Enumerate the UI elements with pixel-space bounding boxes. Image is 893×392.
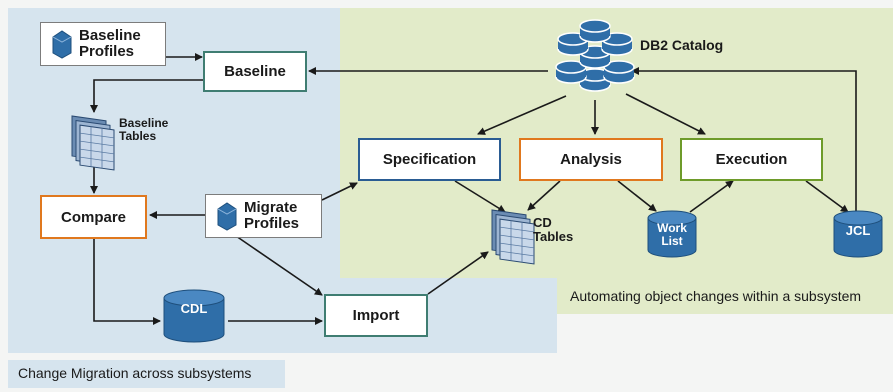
baseline-node: Baseline	[203, 51, 307, 92]
change-migration-caption: Change Migration across subsystems	[18, 365, 252, 381]
baseline-tables-label: Baseline Tables	[119, 116, 169, 143]
baseline-tables-icon	[71, 115, 115, 171]
db2-catalog-icon	[555, 19, 635, 92]
migration-caption-background	[8, 360, 285, 388]
migrate-profiles-node: Migrate Profiles	[205, 194, 322, 238]
cdl-label: CDL	[180, 301, 208, 316]
cdl-cylinder-icon	[163, 289, 225, 343]
execution-node: Execution	[680, 138, 823, 181]
cd-tables-icon	[491, 209, 535, 265]
work-list-label: Work List	[657, 221, 687, 248]
specification-node: Specification	[358, 138, 501, 181]
compare-node: Compare	[40, 195, 147, 239]
document-icon	[217, 202, 237, 231]
automating-caption-background	[557, 278, 893, 314]
db2-catalog-label: DB2 Catalog	[640, 37, 724, 53]
import-label: Import	[352, 307, 400, 324]
compare-label: Compare	[60, 208, 127, 226]
baseline-label: Baseline	[224, 63, 286, 80]
migrate-profiles-label: Migrate Profiles	[244, 199, 300, 232]
import-node: Import	[324, 294, 428, 337]
baseline-profiles-label: Baseline Profiles	[79, 27, 141, 60]
jcl-label: JCL	[845, 223, 871, 238]
automating-changes-caption: Automating object changes within a subsy…	[570, 288, 862, 304]
specification-label: Specification	[382, 151, 477, 168]
analysis-node: Analysis	[519, 138, 663, 181]
analysis-label: Analysis	[560, 151, 622, 168]
document-icon	[52, 30, 72, 59]
baseline-profiles-node: Baseline Profiles	[40, 22, 166, 66]
jcl-cylinder-icon	[833, 210, 883, 258]
work-list-cylinder-icon	[647, 210, 697, 258]
execution-label: Execution	[715, 151, 788, 168]
cd-tables-label: CD Tables	[533, 215, 574, 244]
